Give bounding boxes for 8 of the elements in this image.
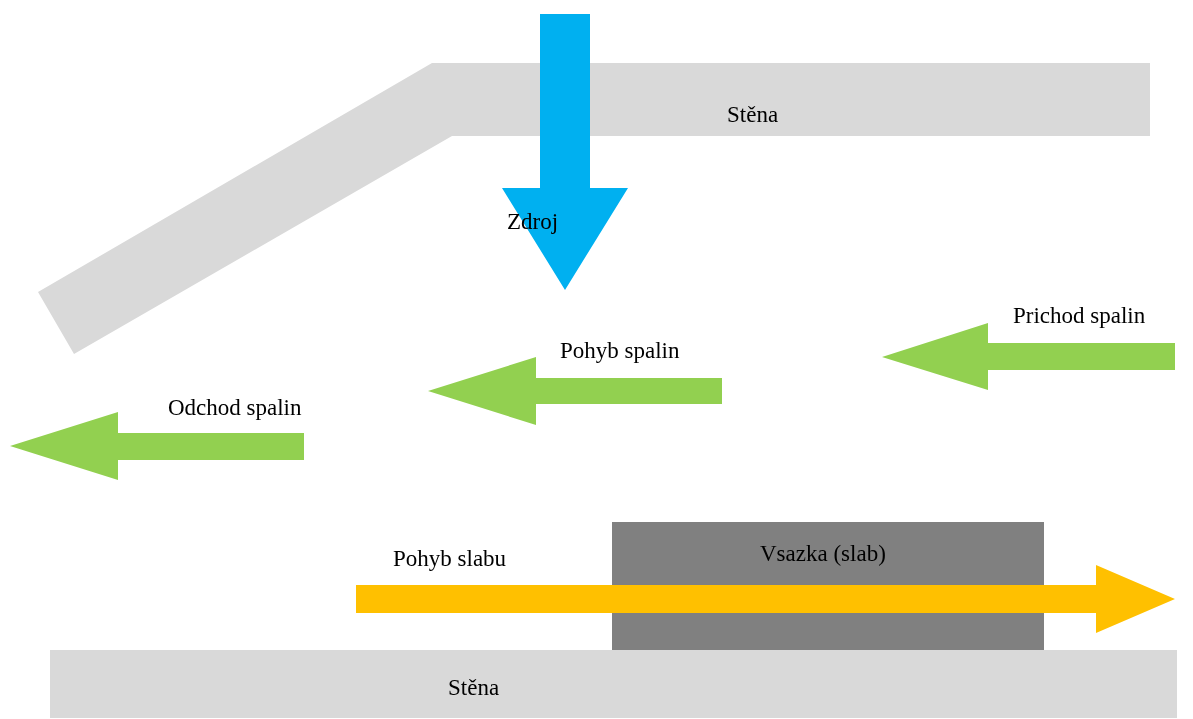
wall-label: Stěna (727, 101, 779, 129)
wall-label: Stěna (448, 674, 500, 702)
arrow-label: Pohyb spalin (560, 337, 680, 365)
arrow-label: Odchod spalin (168, 394, 302, 422)
wall (50, 650, 1177, 718)
arrow-label: Prichod spalin (1013, 302, 1146, 330)
arrow-label: Pohyb slabu (393, 545, 507, 573)
slab-label: Vsazka (slab) (760, 540, 886, 568)
